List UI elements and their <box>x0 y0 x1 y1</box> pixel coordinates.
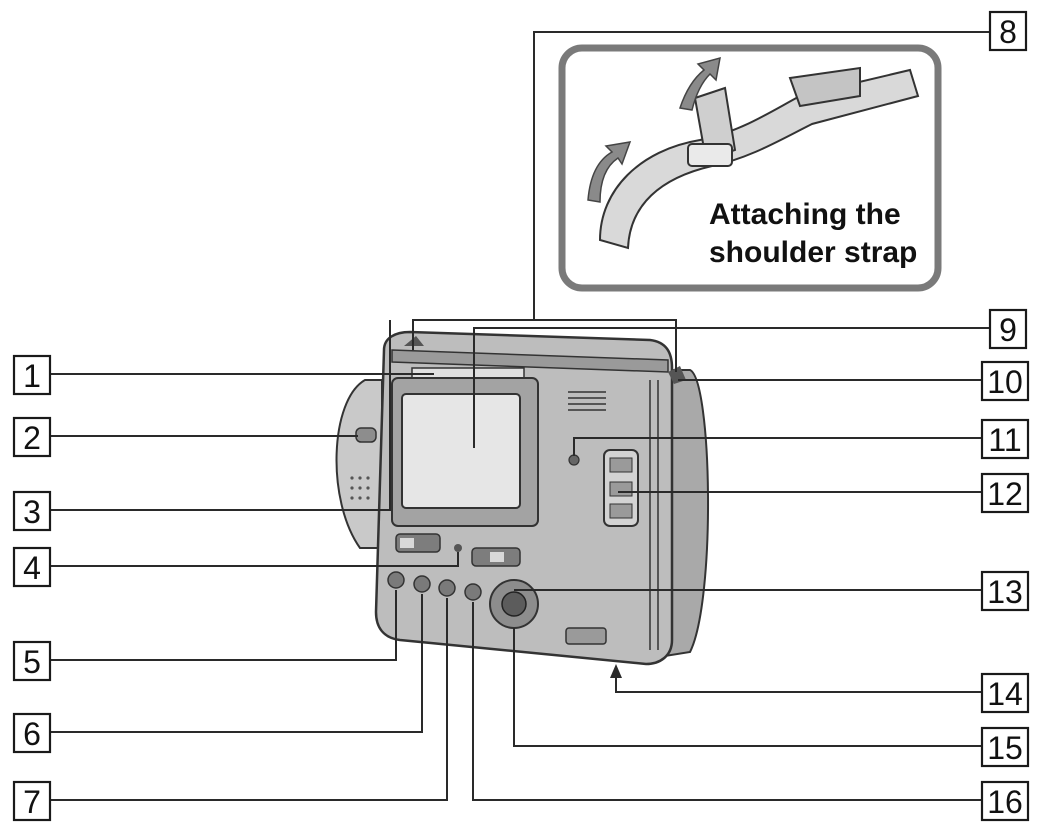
lcd-screen <box>401 393 521 509</box>
svg-text:11: 11 <box>988 422 1021 458</box>
camera-body <box>335 330 709 666</box>
svg-text:4: 4 <box>23 550 41 586</box>
callout-16: 16 <box>980 780 1030 822</box>
callout-13: 13 <box>980 570 1030 612</box>
indicator-lamp <box>454 544 462 552</box>
arrow-curve-icon <box>587 141 632 203</box>
callout-8: 8 <box>988 10 1028 52</box>
leader-lines <box>50 31 990 801</box>
callout-6: 6 <box>12 712 52 754</box>
callout-4: 4 <box>12 546 52 588</box>
svg-text:16: 16 <box>987 784 1023 820</box>
svg-text:12: 12 <box>987 476 1023 512</box>
callout-2: 2 <box>12 416 52 458</box>
callout-15: 15 <box>980 726 1030 768</box>
svg-text:10: 10 <box>987 364 1023 400</box>
strap-illustration <box>598 68 920 250</box>
button-16 <box>464 583 482 601</box>
button-6 <box>413 575 431 593</box>
svg-text:2: 2 <box>23 420 41 456</box>
inset-caption-line2: shoulder strap <box>709 236 917 269</box>
inset-caption-line1: Attaching the <box>709 198 901 231</box>
svg-text:9: 9 <box>999 312 1017 348</box>
svg-text:1: 1 <box>23 358 41 394</box>
button-7 <box>438 579 456 597</box>
callout-7: 7 <box>12 780 52 822</box>
shoulder-strap-inset: Attaching the shoulder strap <box>558 44 942 292</box>
svg-text:7: 7 <box>23 784 41 820</box>
side-button <box>355 427 377 443</box>
callout-14: 14 <box>980 672 1030 714</box>
callout-5: 5 <box>12 640 52 682</box>
button-5 <box>387 571 405 589</box>
svg-text:8: 8 <box>999 14 1017 50</box>
callout-3: 3 <box>12 490 52 532</box>
callout-10: 10 <box>980 360 1030 402</box>
callout-labels: 1 2 3 4 5 6 7 8 9 10 11 12 13 14 15 16 <box>12 10 1030 822</box>
callout-11: 11 <box>980 418 1030 460</box>
arrow-up-icon <box>679 56 721 111</box>
svg-text:13: 13 <box>987 574 1023 610</box>
svg-text:6: 6 <box>23 716 41 752</box>
svg-text:15: 15 <box>987 730 1023 766</box>
callout-1: 1 <box>12 354 52 396</box>
access-lamp <box>568 454 580 466</box>
callout-12: 12 <box>980 472 1030 514</box>
svg-text:5: 5 <box>23 644 41 680</box>
svg-text:14: 14 <box>987 676 1023 712</box>
svg-text:3: 3 <box>23 494 41 530</box>
camera-grip <box>335 379 383 549</box>
callout-9: 9 <box>988 308 1028 350</box>
